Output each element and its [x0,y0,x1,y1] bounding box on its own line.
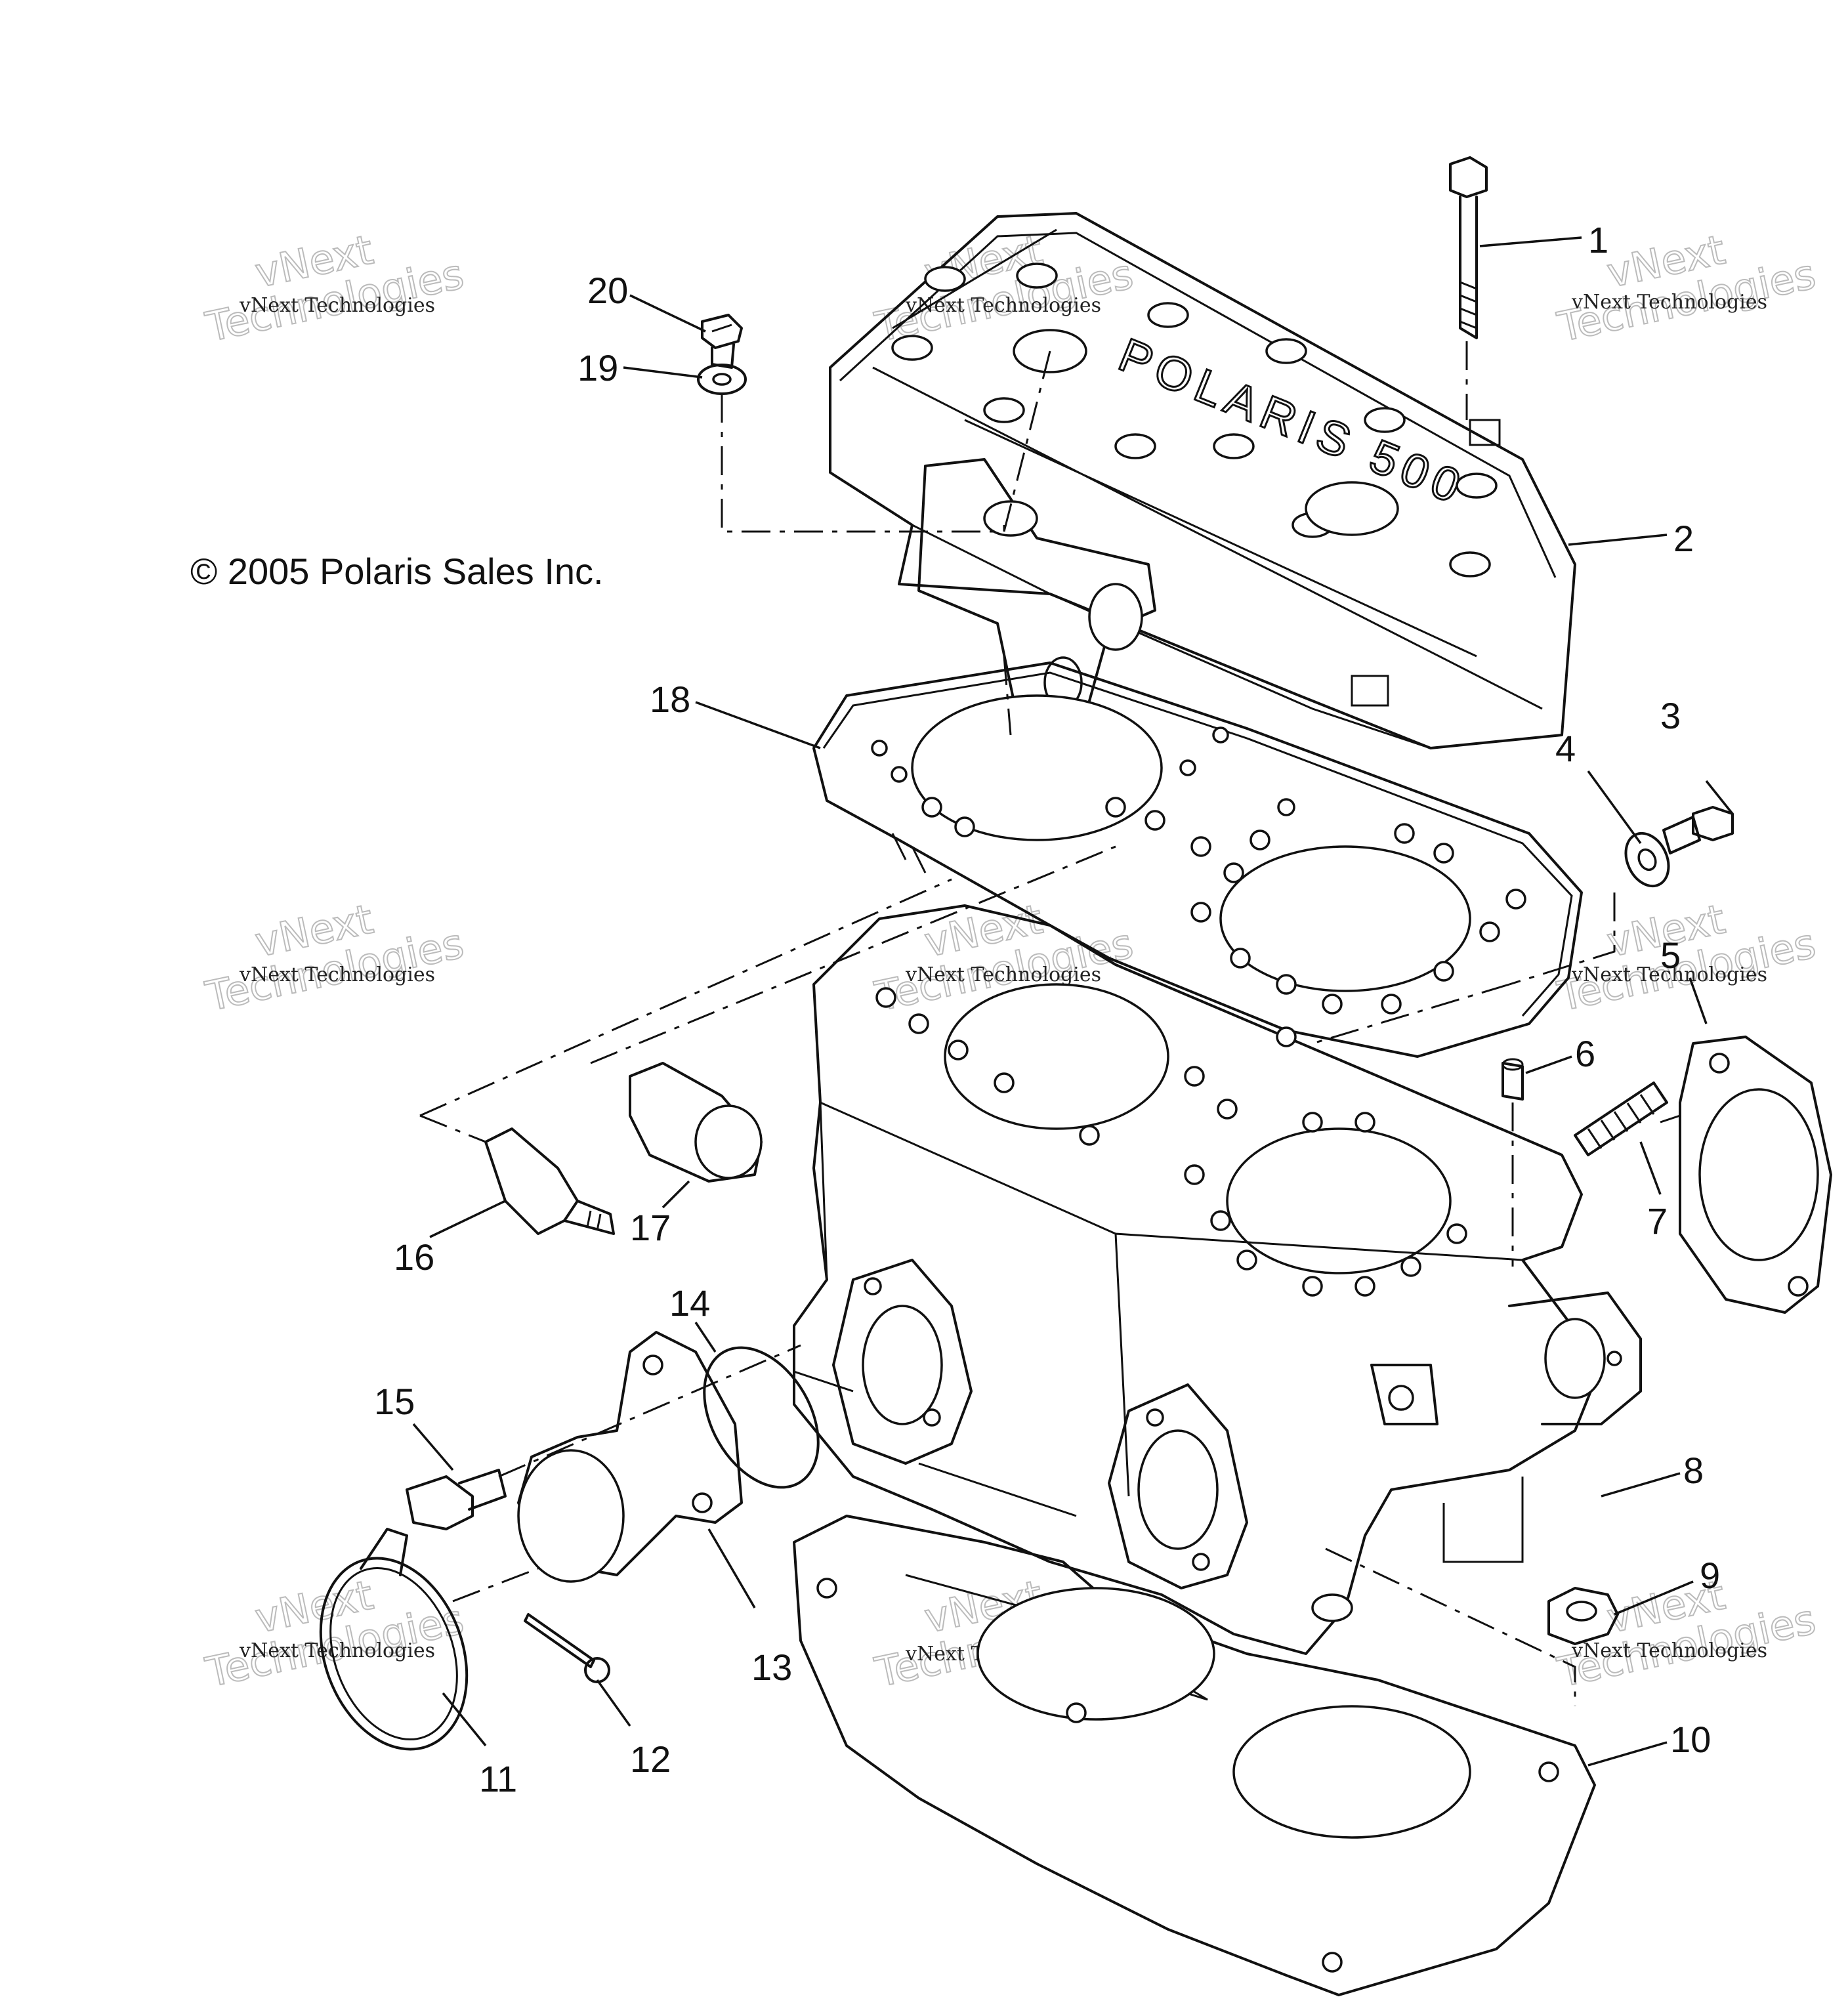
watermark: vNext Technologies [1553,1570,1820,1698]
part-head-gasket [812,662,1583,1058]
leader-lines [412,236,1734,1767]
part-nut [1547,1587,1619,1645]
part-thermostat-housing [517,1331,743,1583]
watermark: vNext Technologies [201,894,469,1022]
part-sleeve [629,1062,763,1183]
part-washer [1624,831,1670,888]
part-base-gasket [793,1515,1596,1996]
cylinder-holes [875,987,1467,1297]
callout-19: 19 [578,347,618,388]
callout-8: 8 [1683,1450,1704,1491]
callout-2: 2 [1673,518,1694,559]
part-outlet-gasket [1679,1036,1832,1314]
part-screw [524,1613,610,1683]
part-temp-sensor [484,1127,615,1235]
callout-3: 3 [1660,695,1681,736]
callout-12: 12 [630,1738,671,1780]
watermark: vNext Technologies [1553,894,1820,1022]
callout-16: 16 [394,1236,434,1278]
cover-bolt-bosses [891,262,1498,578]
callout-6: 6 [1575,1033,1595,1074]
callout-14: 14 [669,1282,710,1324]
watermark: vNext Technologies [201,225,469,352]
callout-10: 10 [1670,1719,1711,1760]
assembly-lines [419,341,1681,1706]
watermark-text: vNext Technologies [1571,963,1767,986]
part-washer-small [697,364,747,395]
copyright-notice: © 2005 Polaris Sales Inc. [190,551,604,592]
part-bolt [1449,156,1488,339]
part-o-ring [703,1346,820,1489]
watermark-text: vNext Technologies [905,294,1101,317]
callout-13: 13 [751,1647,792,1688]
part-bolt-small [1662,806,1734,854]
callout-20: 20 [587,270,628,311]
watermark: vNext Technologies [870,225,1138,352]
part-dowel-pin [1502,1058,1524,1101]
gasket-holes [871,726,1526,1015]
callout-17: 17 [630,1207,671,1248]
watermark: vNext Technologies [1553,225,1820,352]
part-cylinder [793,904,1642,1655]
callout-15: 15 [374,1381,415,1422]
watermark-text: vNext Technologies [1571,291,1767,314]
callout-1: 1 [1588,219,1608,261]
callout-9: 9 [1700,1555,1720,1596]
watermark-text: vNext Technologies [905,963,1101,986]
part-plug [701,314,743,369]
watermarks: vNext Technologies vNext Technologies vN… [201,225,1820,1698]
part-hose-clamp [319,1528,469,1751]
callout-11: 11 [479,1758,517,1799]
part-stud [1574,1082,1668,1156]
watermark-text: vNext Technologies [239,1639,435,1662]
callout-18: 18 [650,679,690,720]
watermark-text: vNext Technologies [239,963,435,986]
callout-5: 5 [1660,934,1681,976]
callout-labels: 1 2 3 4 5 6 7 8 9 10 11 12 13 14 15 16 1… [374,219,1720,1799]
callout-4: 4 [1555,728,1576,769]
watermark-text: vNext Technologies [1571,1639,1767,1662]
part-fitting [406,1469,507,1530]
watermark-text: vNext Technologies [239,294,435,317]
callout-7: 7 [1647,1200,1668,1242]
